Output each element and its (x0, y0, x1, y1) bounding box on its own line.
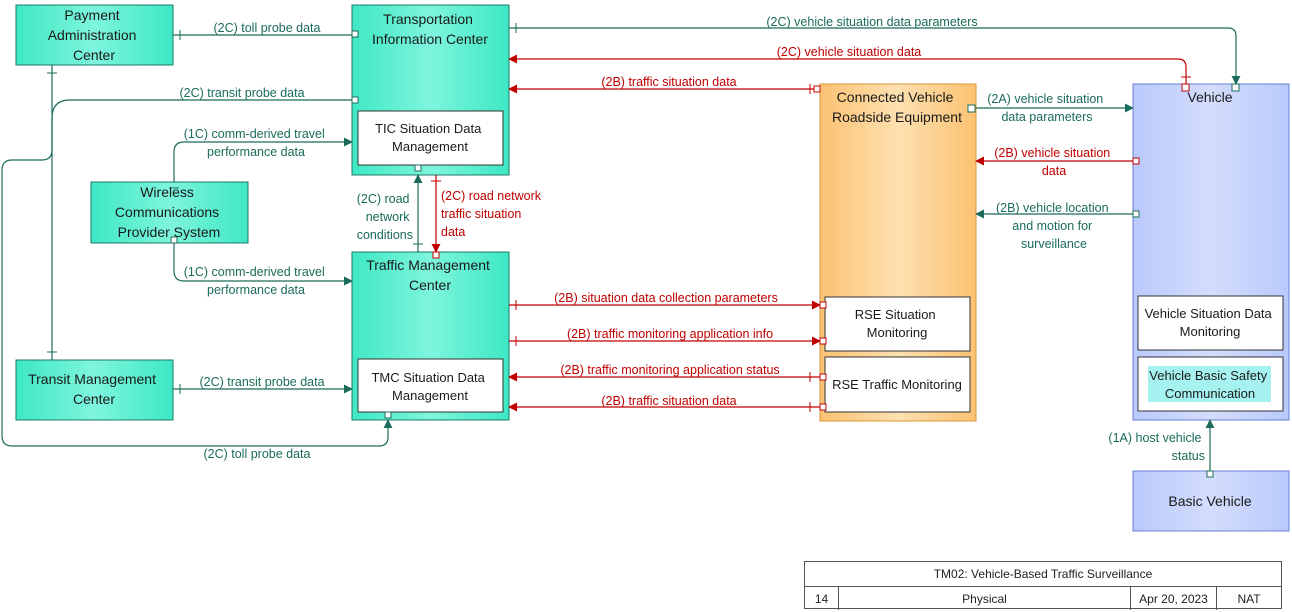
flow-transit-probe-data-transitmc-tmc[interactable]: (2C) transit probe data (173, 375, 353, 394)
node-label: Transportation Information Center (372, 11, 488, 47)
node-tmc-situation-data-management[interactable]: TMC Situation Data Management (357, 358, 504, 413)
flow-label: (2B) situation data collection parameter… (554, 291, 778, 305)
flow-label: (2B) vehicle location and motion for sur… (996, 201, 1112, 251)
flow-label: (2B) traffic situation data (601, 75, 736, 89)
flow-vehicle-location-motion-vehicle-rse[interactable]: (2B) vehicle location and motion for sur… (975, 201, 1140, 251)
node-label: TIC Situation Data Management (375, 121, 485, 154)
node-label: Connected Vehicle Roadside Equipment (832, 89, 962, 125)
flow-vehicle-situation-data-parameters-tic-vehicle[interactable]: (2C) vehicle situation data parameters (509, 15, 1241, 92)
node-label: Transit Management Center (28, 371, 160, 407)
flow-label: (2C) transit probe data (199, 375, 324, 389)
flow-label: (2B) traffic monitoring application info (567, 327, 773, 341)
flow-traffic-situation-data-rse-tmc[interactable]: (2B) traffic situation data (508, 394, 827, 412)
flow-traffic-situation-data-rse-tic[interactable]: (2B) traffic situation data (508, 75, 821, 94)
node-label: Basic Vehicle (1168, 493, 1251, 509)
flow-toll-probe-pac-tic[interactable]: (2C) toll probe data (173, 21, 359, 40)
node-transit-management-center[interactable]: Transit Management Center (15, 359, 174, 421)
flow-label: (2B) traffic situation data (601, 394, 736, 408)
flow-traffic-monitoring-app-info-tmc-rse[interactable]: (2B) traffic monitoring application info (509, 327, 827, 346)
flow-toll-probe-pac-tmc[interactable]: (2C) toll probe data (1, 65, 393, 461)
node-basic-vehicle[interactable]: Basic Vehicle (1132, 470, 1290, 532)
node-label: Traffic Management Center (366, 257, 494, 293)
flow-label: (2C) toll probe data (213, 21, 320, 35)
flow-situation-data-collection-params-tmc-rse[interactable]: (2B) situation data collection parameter… (509, 291, 827, 310)
flow-label: (1C) comm-derived travel performance dat… (184, 127, 329, 159)
flow-road-network-traffic-situation-tic-tmc[interactable]: (2C) road network traffic situation data (431, 175, 545, 259)
title-block-view: Physical (839, 587, 1131, 610)
node-rse-traffic-monitoring[interactable]: RSE Traffic Monitoring (824, 356, 971, 413)
title-block-page: 14 (805, 587, 839, 610)
flow-host-vehicle-status-basic-vehicle[interactable]: (1A) host vehicle status (1108, 419, 1215, 478)
title-block: TM02: Vehicle-Based Traffic Surveillance… (804, 561, 1282, 610)
flow-comm-derived-travel-wcps-tic[interactable]: (1C) comm-derived travel performance dat… (169, 127, 353, 189)
title-block-title: TM02: Vehicle-Based Traffic Surveillance (805, 562, 1281, 587)
node-vehicle-basic-safety-communication[interactable]: Vehicle Basic Safety Communication (1137, 356, 1284, 412)
flow-label: (2C) transit probe data (179, 86, 304, 100)
node-vehicle-situation-data-monitoring[interactable]: Vehicle Situation Data Monitoring (1137, 295, 1284, 351)
flow-label: (1A) host vehicle status (1108, 431, 1205, 463)
flow-vehicle-situation-data-vehicle-rse[interactable]: (2B) vehicle situation data (975, 146, 1140, 178)
flow-label: (2C) vehicle situation data (777, 45, 922, 59)
title-block-scope: NAT (1237, 591, 1261, 606)
node-label: Payment Administration Center (48, 7, 141, 63)
flow-vehicle-situation-params-rse-vehicle[interactable]: (2A) vehicle situation data parameters (967, 92, 1134, 124)
node-tic-situation-data-management[interactable]: TIC Situation Data Management (357, 110, 504, 166)
flow-label: (2C) road network traffic situation data (441, 189, 545, 239)
flow-label: (2A) vehicle situation data parameters (987, 92, 1107, 124)
flow-label: (2C) road network conditions (357, 192, 413, 242)
flow-vehicle-situation-data-vehicle-tic[interactable]: (2C) vehicle situation data (508, 45, 1191, 92)
flow-comm-derived-travel-wcps-tmc[interactable]: (1C) comm-derived travel performance dat… (170, 236, 353, 297)
node-label: Vehicle (1187, 89, 1232, 105)
title-block-date: Apr 20, 2023 (1131, 587, 1217, 610)
flow-traffic-monitoring-app-status-rse-tmc[interactable]: (2B) traffic monitoring application stat… (508, 363, 827, 382)
flow-label: (2B) traffic monitoring application stat… (560, 363, 779, 377)
port-marker (384, 411, 392, 419)
port-marker (414, 164, 422, 172)
node-payment-administration-center[interactable]: Payment Administration Center (15, 4, 174, 66)
node-rse-situation-monitoring[interactable]: RSE Situation Monitoring (824, 296, 971, 352)
flow-label: (2C) vehicle situation data parameters (766, 15, 977, 29)
node-label: Wireless Communications Provider System (115, 184, 223, 240)
node-label: TMC Situation Data Management (371, 370, 488, 403)
node-label: RSE Situation Monitoring (855, 307, 940, 340)
flow-road-network-conditions-tmc-tic[interactable]: (2C) road network conditions (357, 174, 423, 252)
node-label: Vehicle Basic Safety Communication (1149, 368, 1270, 401)
flow-label: (1C) comm-derived travel performance dat… (184, 265, 329, 297)
node-label: Vehicle Situation Data Monitoring (1145, 306, 1276, 339)
node-wireless-communications-provider-system[interactable]: Wireless Communications Provider System (90, 181, 249, 244)
node-label: RSE Traffic Monitoring (832, 377, 962, 392)
flow-label: (2C) toll probe data (203, 447, 310, 461)
flow-label: (2B) vehicle situation data (994, 146, 1114, 178)
